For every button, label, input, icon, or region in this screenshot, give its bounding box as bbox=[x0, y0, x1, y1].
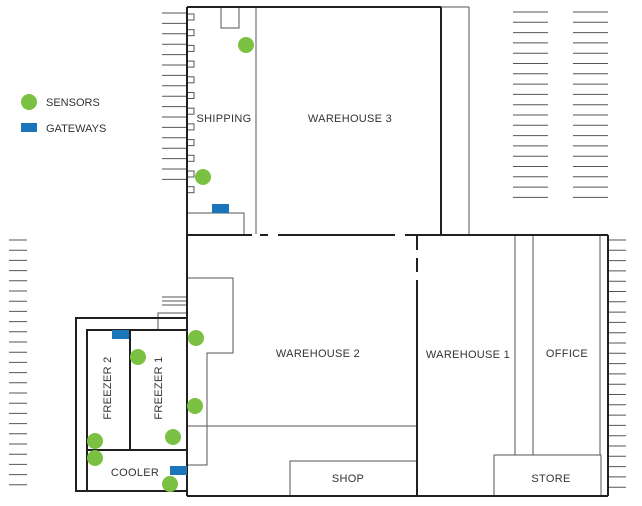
dock-door bbox=[186, 139, 195, 147]
legend-sensor-icon bbox=[21, 94, 37, 110]
dock-door bbox=[186, 13, 195, 21]
gateway-marker bbox=[112, 330, 129, 339]
room-label-warehouse-1: WAREHOUSE 1 bbox=[426, 349, 510, 361]
dock-door bbox=[186, 170, 195, 178]
sensor-marker bbox=[238, 37, 254, 53]
legend-gateway-icon bbox=[21, 123, 37, 132]
sensor-marker bbox=[165, 429, 181, 445]
dock-door bbox=[186, 107, 195, 115]
room-label-warehouse-2: WAREHOUSE 2 bbox=[276, 348, 360, 360]
dock-door bbox=[186, 154, 195, 162]
room-label-shipping: SHIPPING bbox=[197, 113, 252, 125]
parking-lines bbox=[9, 11, 626, 488]
legend-sensors-label: SENSORS bbox=[46, 97, 100, 109]
dock-door bbox=[186, 92, 195, 99]
sensors bbox=[87, 37, 254, 492]
sensor-marker bbox=[130, 349, 146, 365]
sensor-marker bbox=[195, 169, 211, 185]
dock-door bbox=[186, 123, 195, 131]
dock-door bbox=[186, 186, 195, 194]
room-labels: SHIPPING WAREHOUSE 3 WAREHOUSE 2 WAREHOU… bbox=[102, 113, 588, 485]
dock-door bbox=[186, 76, 195, 84]
loading-docks bbox=[186, 13, 195, 194]
sensor-marker bbox=[188, 330, 204, 346]
sensor-marker bbox=[87, 433, 103, 449]
room-label-office: OFFICE bbox=[546, 348, 588, 360]
sensor-marker bbox=[187, 398, 203, 414]
sensor-marker bbox=[87, 450, 103, 466]
legend: SENSORS GATEWAYS bbox=[21, 94, 106, 135]
gateway-marker bbox=[170, 466, 187, 475]
sensor-marker bbox=[162, 476, 178, 492]
legend-gateways-label: GATEWAYS bbox=[46, 123, 106, 135]
room-label-warehouse-3: WAREHOUSE 3 bbox=[308, 113, 392, 125]
gateway-marker bbox=[212, 204, 229, 213]
room-label-freezer-1: FREEZER 1 bbox=[153, 356, 165, 419]
thin-walls bbox=[157, 6, 602, 497]
dock-door bbox=[186, 44, 195, 52]
room-label-shop: SHOP bbox=[332, 473, 364, 485]
main-walls bbox=[75, 6, 609, 497]
room-label-cooler: COOLER bbox=[111, 467, 159, 479]
gateways bbox=[112, 204, 229, 475]
dock-door bbox=[186, 60, 195, 68]
room-label-freezer-2: FREEZER 2 bbox=[102, 356, 114, 419]
dock-door bbox=[186, 29, 195, 37]
room-label-store: STORE bbox=[531, 473, 570, 485]
